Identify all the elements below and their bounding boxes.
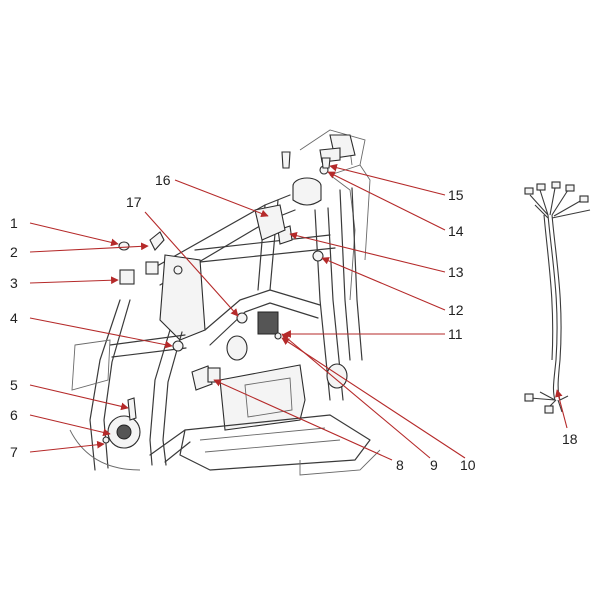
leader-18 bbox=[555, 389, 568, 429]
leader-3 bbox=[29, 276, 119, 285]
part-5-horn-bracket bbox=[127, 397, 137, 421]
callout-18: 18 bbox=[562, 431, 578, 447]
leader-1 bbox=[29, 222, 119, 247]
callout-12: 12 bbox=[448, 302, 464, 318]
callout-5: 5 bbox=[10, 377, 18, 393]
callout-3: 3 bbox=[10, 275, 18, 291]
lower-rail bbox=[149, 429, 191, 463]
frame-boss bbox=[226, 335, 248, 361]
callout-17: 17 bbox=[126, 194, 142, 210]
harness-branch-top bbox=[529, 187, 591, 219]
callout-2: 2 bbox=[10, 244, 18, 260]
far-right-tube bbox=[339, 187, 363, 361]
callout-14: 14 bbox=[448, 223, 464, 239]
tray-inner bbox=[244, 377, 293, 418]
leader-13 bbox=[289, 231, 446, 273]
part-8-cdi bbox=[191, 365, 213, 391]
part-17-bracket bbox=[236, 312, 248, 324]
left-wheel-arc bbox=[69, 429, 141, 471]
neck-plate-hole bbox=[173, 265, 183, 275]
harness-strand-1 bbox=[551, 214, 562, 401]
rear-pipe bbox=[326, 363, 348, 389]
front-down-tube-right bbox=[149, 329, 183, 466]
part-15-screw bbox=[281, 151, 291, 169]
leader-16 bbox=[174, 179, 269, 218]
callout-6: 6 bbox=[10, 407, 18, 423]
part-7-horn-bolt bbox=[102, 436, 110, 444]
callout-labels: 1 2 3 4 5 6 7 8 9 10 11 12 13 14 15 16 1… bbox=[10, 172, 578, 473]
harness-connector-5 bbox=[579, 195, 589, 203]
floor-plate-inner bbox=[199, 427, 341, 453]
leader-5 bbox=[29, 384, 129, 411]
part-6-horn-center bbox=[116, 424, 132, 440]
leader-15 bbox=[329, 163, 446, 196]
callout-16: 16 bbox=[155, 172, 171, 188]
wiring-harness bbox=[524, 181, 591, 414]
part-3-relay bbox=[119, 269, 135, 285]
spine-tube bbox=[204, 289, 321, 346]
neck-plate bbox=[159, 254, 206, 341]
part-11-bolt bbox=[274, 332, 282, 340]
callout-10: 10 bbox=[460, 457, 476, 473]
part-2-clip bbox=[149, 231, 165, 251]
leader-6 bbox=[29, 414, 111, 437]
callout-9: 9 bbox=[430, 457, 438, 473]
leader-8 bbox=[213, 379, 393, 461]
leader-7 bbox=[29, 440, 105, 453]
harness-connector-6 bbox=[524, 393, 534, 402]
leader-2 bbox=[29, 242, 149, 253]
rear-frame-lines bbox=[329, 164, 371, 301]
part-9-regulator bbox=[257, 311, 279, 335]
callout-11: 11 bbox=[448, 326, 463, 342]
part-12-nut bbox=[312, 250, 324, 262]
harness-connector-4 bbox=[565, 184, 575, 192]
part-8-cdi-b bbox=[207, 367, 221, 383]
filler-base bbox=[292, 186, 322, 206]
callout-7: 7 bbox=[10, 444, 18, 460]
harness-connector-1 bbox=[524, 187, 534, 195]
harness-connector-7 bbox=[544, 405, 554, 414]
leader-14 bbox=[327, 171, 446, 231]
battery-tray bbox=[219, 364, 306, 431]
part-4-bolt bbox=[172, 340, 184, 352]
callout-1: 1 bbox=[10, 215, 18, 231]
harness-branch-bottom bbox=[529, 391, 569, 413]
harness-connector-3 bbox=[551, 181, 561, 189]
floor-plate bbox=[179, 414, 371, 471]
harness-main bbox=[547, 214, 558, 401]
leader-10 bbox=[281, 337, 466, 459]
callout-8: 8 bbox=[396, 457, 404, 473]
part-1-washer bbox=[118, 241, 130, 251]
part-15-screw-b bbox=[321, 157, 331, 169]
part-3-relay-b bbox=[145, 261, 159, 275]
callout-13: 13 bbox=[448, 264, 464, 280]
floor-plate-ext bbox=[299, 449, 381, 476]
leader-12 bbox=[321, 257, 446, 311]
callout-15: 15 bbox=[448, 187, 464, 203]
callout-4: 4 bbox=[10, 310, 18, 326]
front-gusset bbox=[71, 339, 111, 391]
leader-4 bbox=[29, 317, 173, 349]
leader-17 bbox=[144, 211, 239, 317]
leader-lines bbox=[29, 163, 568, 461]
front-cross-brace bbox=[109, 334, 187, 358]
harness-connector-2 bbox=[536, 183, 546, 191]
harness-strand-2 bbox=[543, 214, 554, 361]
